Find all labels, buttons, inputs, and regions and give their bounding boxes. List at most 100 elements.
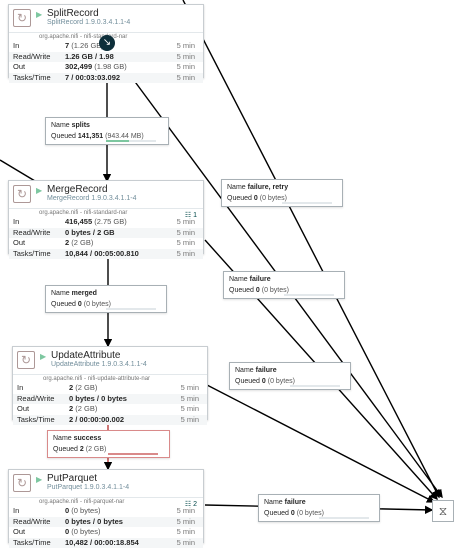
stat-size: (0 bytes)	[71, 506, 101, 515]
stat-row-in: In 416,455 (2.75 GB) 5 min	[9, 217, 203, 228]
stat-time: 5 min	[176, 506, 195, 515]
connection-queued-row: Queued 0 (0 bytes)	[229, 285, 339, 296]
stat-size: (2 GB)	[75, 383, 98, 392]
connection-name-label: Name	[235, 367, 254, 374]
processor-splitrecord[interactable]: ↻ ▶ SplitRecord SplitRecord 1.9.0.3.4.1.…	[8, 4, 204, 83]
processor-updateattribute[interactable]: ↻ ▶ UpdateAttribute UpdateAttribute 1.9.…	[12, 346, 208, 425]
stat-number: 2	[65, 238, 70, 247]
connection-queued-size: (0 bytes)	[261, 287, 289, 294]
connection-name: success	[73, 435, 102, 442]
connection-failure-update[interactable]: Name failure Queued 0 (0 bytes)	[229, 362, 351, 390]
edge-external-to-funnel	[182, 0, 440, 499]
processor-mergerecord[interactable]: ↻ ▶ MergeRecord MergeRecord 1.9.0.3.4.1.…	[8, 180, 204, 259]
stat-label: Read/Write	[13, 51, 51, 61]
connection-failure-put[interactable]: Name failure Queued 0 (0 bytes)	[258, 494, 380, 522]
stat-row-in: In 2 (2 GB) 5 min	[13, 383, 207, 394]
processor-bundle: org.apache.nifi - nifi-standard-nar	[39, 210, 128, 216]
processor-bundle: org.apache.nifi - nifi-standard-nar	[39, 34, 128, 40]
stat-label: In	[13, 41, 20, 50]
connection-success[interactable]: Name success Queued 2 (2 GB)	[47, 430, 170, 458]
connection-queued-size: (0 bytes)	[267, 378, 295, 385]
connection-queued-count: 141,351	[77, 133, 104, 140]
stat-number: 1.26 GB / 1.98	[65, 51, 114, 61]
stat-value: 10,844 / 00:05:00.810	[65, 249, 139, 260]
stat-time: 5 min	[176, 217, 195, 226]
connection-failure-merge[interactable]: Name failure Queued 0 (0 bytes)	[223, 271, 345, 299]
connection-queued-size: (0 bytes)	[296, 510, 324, 517]
stat-number: 7	[65, 41, 70, 50]
stat-time: 5 min	[176, 227, 195, 237]
stat-number: 0	[65, 506, 70, 515]
stat-label: In	[17, 383, 24, 392]
stat-number: 416,455	[65, 217, 93, 226]
stat-number: 2 / 00:00:00.002	[69, 414, 125, 424]
stat-time: 5 min	[180, 414, 199, 424]
queue-icon: ☷ 1	[184, 212, 197, 219]
connection-splits[interactable]: Name splits Queued 141,351 (943.44 MB)	[45, 117, 169, 145]
connection-queued-label: Queued	[227, 195, 252, 202]
processor-putparquet[interactable]: ↻ ▶ PutParquet PutParquet 1.9.0.3.4.1.1-…	[8, 469, 204, 548]
stat-number: 0 bytes / 2 GB	[65, 227, 115, 237]
stat-row-out: Out 302,499 (1.98 GB) 5 min	[9, 62, 203, 73]
connection-queued-size: (0 bytes)	[259, 195, 287, 202]
stat-row-tasks-time: Tasks/Time 7 / 00:03:03.092 5 min	[9, 72, 203, 83]
stat-number: 0 bytes / 0 bytes	[65, 516, 123, 526]
connection-name-label: Name	[51, 122, 70, 129]
processor-type: MergeRecord 1.9.0.3.4.1.1-4	[47, 195, 137, 202]
queue-progress-fill	[106, 140, 129, 142]
stat-size: (2 GB)	[71, 238, 94, 247]
play-icon: ▶	[40, 352, 47, 361]
connection-name-label: Name	[264, 499, 283, 506]
stat-time: 5 min	[176, 516, 195, 526]
connection-queued-size: (2 GB)	[85, 446, 107, 453]
connection-queued-row: Queued 0 (0 bytes)	[227, 193, 337, 204]
stat-label: Tasks/Time	[13, 537, 51, 547]
stat-row-tasks-time: Tasks/Time 10,482 / 00:00:18.854 5 min	[9, 537, 203, 548]
funnel[interactable]: ⧖	[432, 500, 454, 522]
connection-merged[interactable]: Name merged Queued 0 (0 bytes)	[45, 285, 167, 313]
stat-label: In	[13, 217, 20, 226]
processor-icon: ↻	[13, 9, 31, 27]
connection-queued-row: Queued 141,351 (943.44 MB)	[51, 131, 163, 142]
connection-name-row: Name failure, retry	[227, 182, 337, 193]
stat-time: 5 min	[176, 62, 195, 71]
stat-row-out: Out 0 (0 bytes) 5 min	[9, 527, 203, 538]
processor-header: ↻ ▶ MergeRecord MergeRecord 1.9.0.3.4.1.…	[9, 181, 203, 209]
stat-value: 2 (2 GB)	[69, 404, 97, 415]
stat-value: 2 / 00:00:00.002	[69, 415, 124, 426]
queue-progress-bar	[106, 140, 156, 142]
stat-label: Out	[17, 404, 30, 413]
stat-value: 0 (0 bytes)	[65, 527, 100, 538]
stat-number: 0	[65, 527, 70, 536]
connection-name-row: Name merged	[51, 288, 161, 299]
stat-value: 302,499 (1.98 GB)	[65, 62, 127, 73]
stat-time: 5 min	[176, 248, 195, 258]
stat-time: 5 min	[176, 51, 195, 61]
queue-progress-bar	[319, 517, 369, 519]
processor-name: PutParquet	[47, 473, 98, 484]
stat-value: 2 (2 GB)	[65, 238, 93, 249]
connection-queued-count: 2	[79, 446, 84, 453]
connection-queued-label: Queued	[229, 287, 254, 294]
processor-stats: In 0 (0 bytes) 5 min Read/Write 0 bytes …	[9, 506, 203, 548]
stat-value: 1.26 GB / 1.98	[65, 52, 114, 63]
processor-badge-count: 2	[193, 501, 197, 508]
stat-row-out: Out 2 (2 GB) 5 min	[9, 238, 203, 249]
stat-number: 302,499	[65, 62, 93, 71]
connection-name: splits	[71, 122, 90, 129]
connection-name-label: Name	[227, 184, 246, 191]
connection-queued-count: 0	[255, 287, 260, 294]
processor-header: ↻ ▶ PutParquet PutParquet 1.9.0.3.4.1.1-…	[9, 470, 203, 498]
stat-row-tasks-time: Tasks/Time 10,844 / 00:05:00.810 5 min	[9, 248, 203, 260]
stat-value: 7 (1.26 GB)	[65, 41, 104, 52]
processor-type: SplitRecord 1.9.0.3.4.1.1-4	[47, 19, 131, 26]
connection-failure-retry[interactable]: Name failure, retry Queued 0 (0 bytes)	[221, 179, 343, 207]
stat-value: 0 bytes / 0 bytes	[69, 394, 127, 405]
stat-size: (2.75 GB)	[94, 217, 127, 226]
queue-progress-bar	[106, 308, 156, 310]
connection-queued-count: 0	[261, 378, 266, 385]
stat-time: 5 min	[176, 72, 195, 82]
connection-queued-count: 0	[77, 301, 82, 308]
stat-label: Out	[13, 527, 26, 536]
connection-name-row: Name failure	[235, 365, 345, 376]
